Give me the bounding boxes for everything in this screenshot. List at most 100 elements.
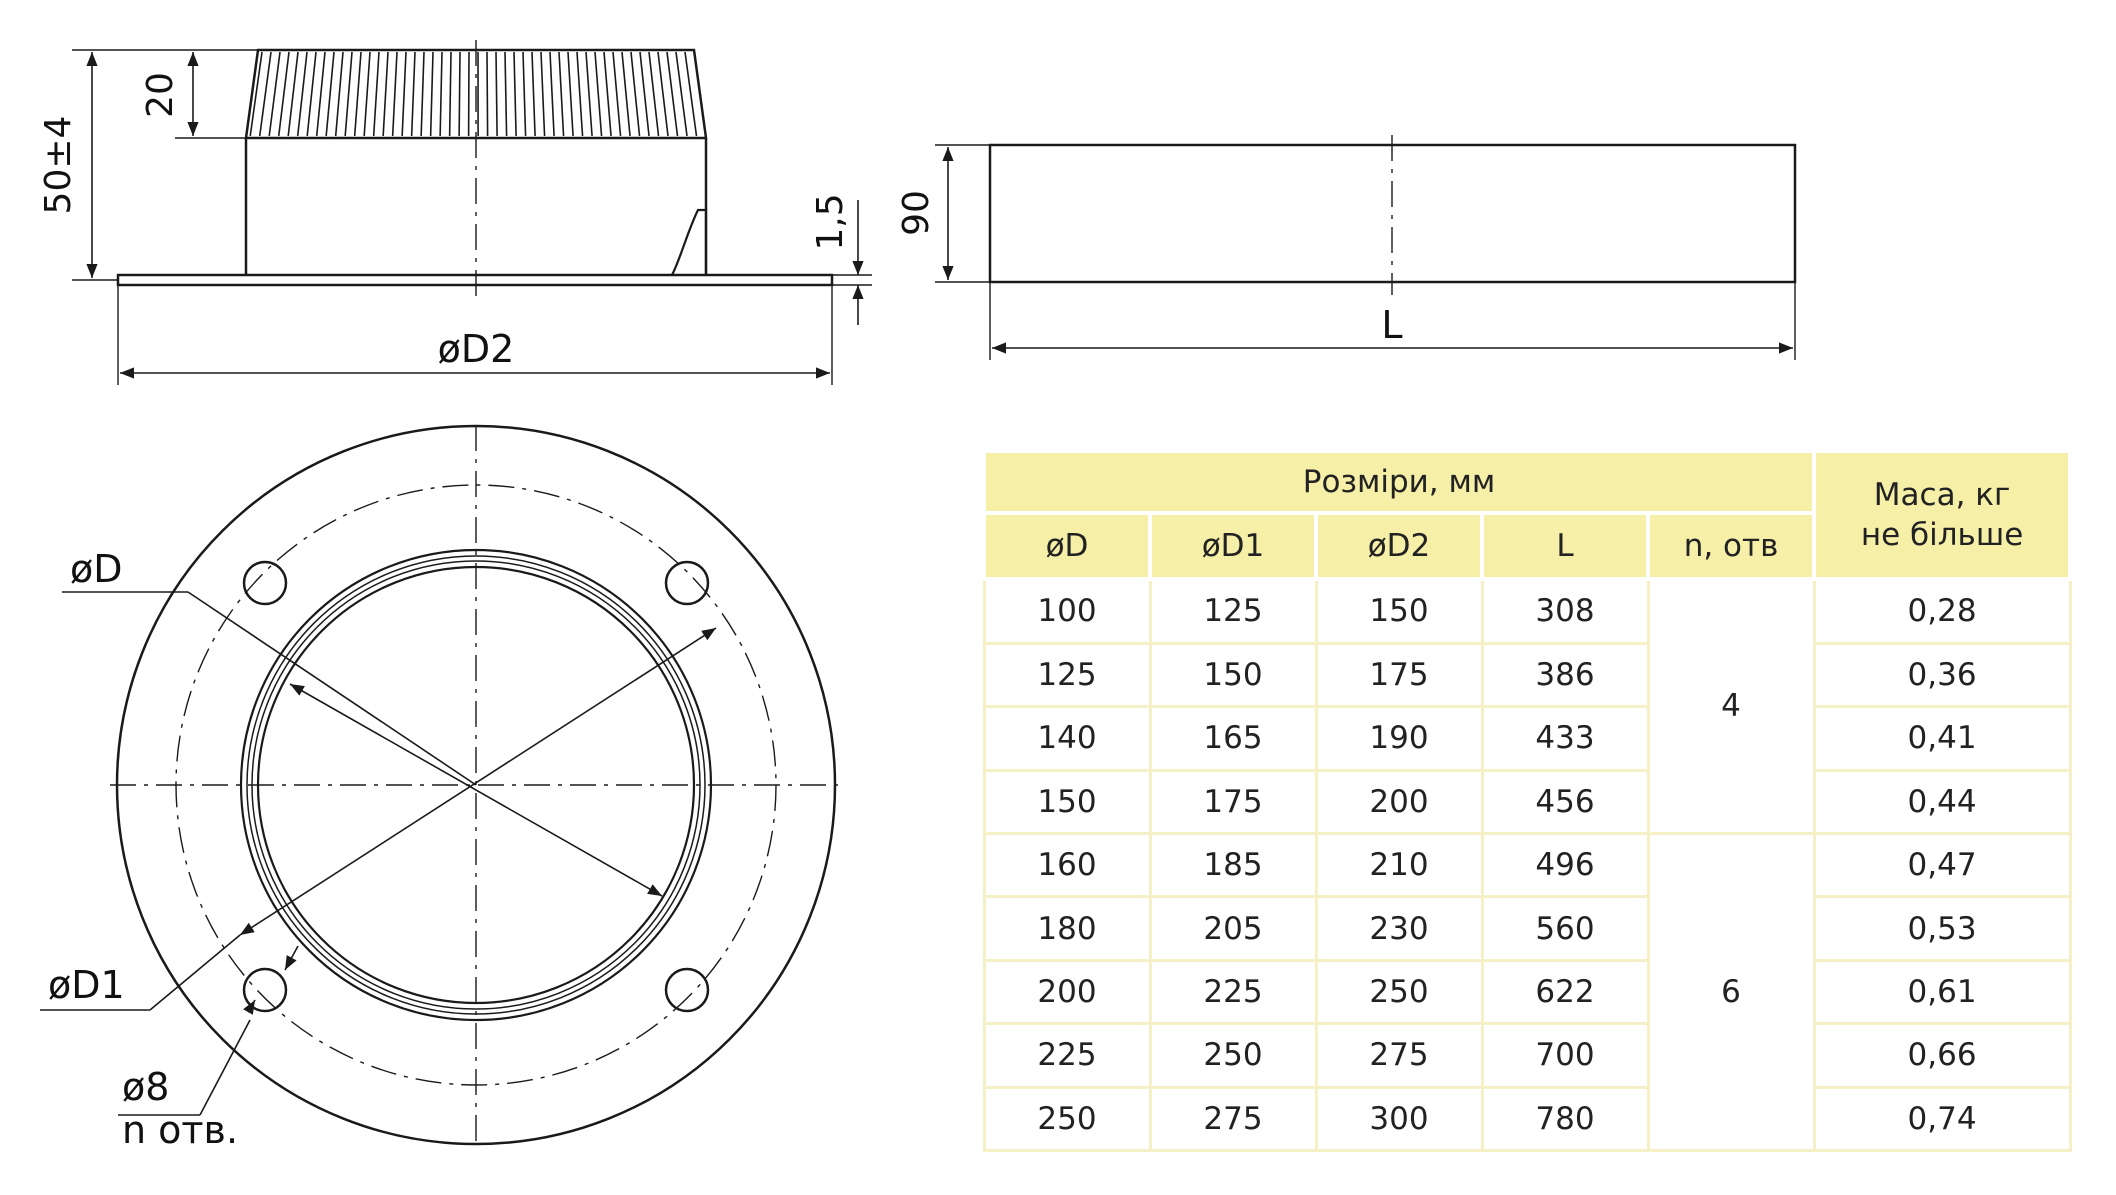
crimp-line xyxy=(495,51,498,137)
cell-l: 780 xyxy=(1480,1085,1650,1153)
table-row: 180 205 230 560 0,53 xyxy=(982,895,2072,962)
crimp-line xyxy=(410,51,416,137)
cell-d2: 200 xyxy=(1314,768,1484,835)
bolt-hole xyxy=(664,560,710,606)
crimp-line xyxy=(258,51,272,137)
label-hole-count: n отв. xyxy=(122,1108,238,1152)
crimp-line xyxy=(486,51,489,137)
strip-view xyxy=(935,135,1797,360)
dimension-table: Розміри, мм Маса, кг не більше øD øD1 øD… xyxy=(981,449,2073,1153)
crimp-line xyxy=(391,51,398,137)
col-header-n: n, отв xyxy=(1645,511,1817,581)
side-view xyxy=(72,40,872,385)
cell-d2: 250 xyxy=(1314,958,1484,1026)
crimp-line xyxy=(429,51,434,137)
crimp-line xyxy=(684,51,698,137)
crimp-line xyxy=(531,51,536,137)
cell-d: 100 xyxy=(982,577,1152,645)
crimp-line xyxy=(277,51,290,137)
cell-mass: 0,36 xyxy=(1812,641,2072,709)
cell-l: 456 xyxy=(1480,768,1650,835)
crimp-line xyxy=(315,51,326,137)
cell-mass: 0,74 xyxy=(1812,1085,2072,1153)
cell-mass: 0,61 xyxy=(1812,958,2072,1026)
cell-l: 386 xyxy=(1480,641,1650,709)
table-row: 150 175 200 456 0,44 xyxy=(982,768,2072,835)
cell-d2: 150 xyxy=(1314,577,1484,645)
cell-d1: 225 xyxy=(1148,958,1318,1026)
cell-d: 250 xyxy=(982,1085,1152,1153)
crimp-line xyxy=(296,51,308,137)
cell-mass: 0,53 xyxy=(1812,895,2072,962)
crimp-line xyxy=(621,51,631,137)
crimp-line xyxy=(576,51,584,137)
plan-view xyxy=(40,424,845,1146)
crimp-line xyxy=(585,51,593,137)
label-height-strip: 90 xyxy=(896,190,937,236)
label-diameter-inner: øD xyxy=(70,547,123,591)
crimp-hatching xyxy=(249,51,698,137)
cell-mass: 0,66 xyxy=(1812,1022,2072,1089)
crimp-line xyxy=(363,51,371,137)
crimp-line xyxy=(639,51,650,137)
crimp-line xyxy=(522,51,527,137)
cell-d2: 300 xyxy=(1314,1085,1484,1153)
cell-n-group: 6 xyxy=(1646,831,1816,1153)
crimp-line xyxy=(594,51,603,137)
cell-l: 308 xyxy=(1480,577,1650,645)
dimensions-group-header: Розміри, мм xyxy=(981,449,1817,515)
cell-mass: 0,28 xyxy=(1812,577,2072,645)
flange-plate xyxy=(116,273,834,287)
mass-header: Маса, кг не більше xyxy=(1812,449,2073,581)
cell-d: 160 xyxy=(982,831,1152,899)
label-diameter-holes: øD1 xyxy=(48,963,125,1007)
crimp-line xyxy=(287,51,299,137)
cell-d: 200 xyxy=(982,958,1152,1026)
cell-d1: 175 xyxy=(1148,768,1318,835)
table-row: 225 250 275 700 0,66 xyxy=(982,1022,2072,1089)
table-row: 100 125 150 308 4 0,28 xyxy=(982,577,2072,835)
cell-d: 140 xyxy=(982,705,1152,772)
cell-d: 180 xyxy=(982,895,1152,962)
label-height-top: 20 xyxy=(140,72,181,118)
crimp-line xyxy=(675,51,688,137)
label-height-total: 50±4 xyxy=(38,116,79,215)
crimp-line xyxy=(666,51,679,137)
crimp-line xyxy=(513,51,517,137)
crimp-line xyxy=(558,51,565,137)
crimp-line xyxy=(567,51,574,137)
seam-fold xyxy=(671,208,708,276)
cell-l: 700 xyxy=(1480,1022,1650,1089)
crimp-line xyxy=(372,51,380,137)
label-length: L xyxy=(1381,303,1402,347)
crimp-line xyxy=(439,51,443,137)
crimp-line xyxy=(249,51,263,137)
cell-d1: 205 xyxy=(1148,895,1318,962)
crimp-line xyxy=(420,51,425,137)
crimp-line xyxy=(268,51,281,137)
cell-d1: 275 xyxy=(1148,1085,1318,1153)
crimp-line xyxy=(344,51,353,137)
crimp-line xyxy=(325,51,335,137)
cell-d1: 250 xyxy=(1148,1022,1318,1089)
cell-l: 560 xyxy=(1480,895,1650,962)
col-header-d2: øD2 xyxy=(1314,511,1484,581)
col-header-l: L xyxy=(1480,511,1650,581)
crimp-line xyxy=(306,51,317,137)
table-row: 200 225 250 622 0,61 xyxy=(982,958,2072,1026)
crimp-line xyxy=(630,51,641,137)
label-thickness: 1,5 xyxy=(810,193,851,250)
crimp-line xyxy=(612,51,622,137)
cell-mass: 0,44 xyxy=(1812,768,2072,835)
crimp-line xyxy=(648,51,660,137)
label-diameter-flange: øD2 xyxy=(438,327,515,371)
cell-d1: 185 xyxy=(1148,831,1318,899)
cell-d: 225 xyxy=(982,1022,1152,1089)
cell-l: 622 xyxy=(1480,958,1650,1026)
table-row: 160 185 210 496 6 0,47 xyxy=(982,831,2072,1153)
mass-header-line2: не більше xyxy=(1860,517,2024,553)
cell-n-group: 4 xyxy=(1646,577,1816,835)
cell-l: 433 xyxy=(1480,705,1650,772)
crimp-line xyxy=(540,51,546,137)
